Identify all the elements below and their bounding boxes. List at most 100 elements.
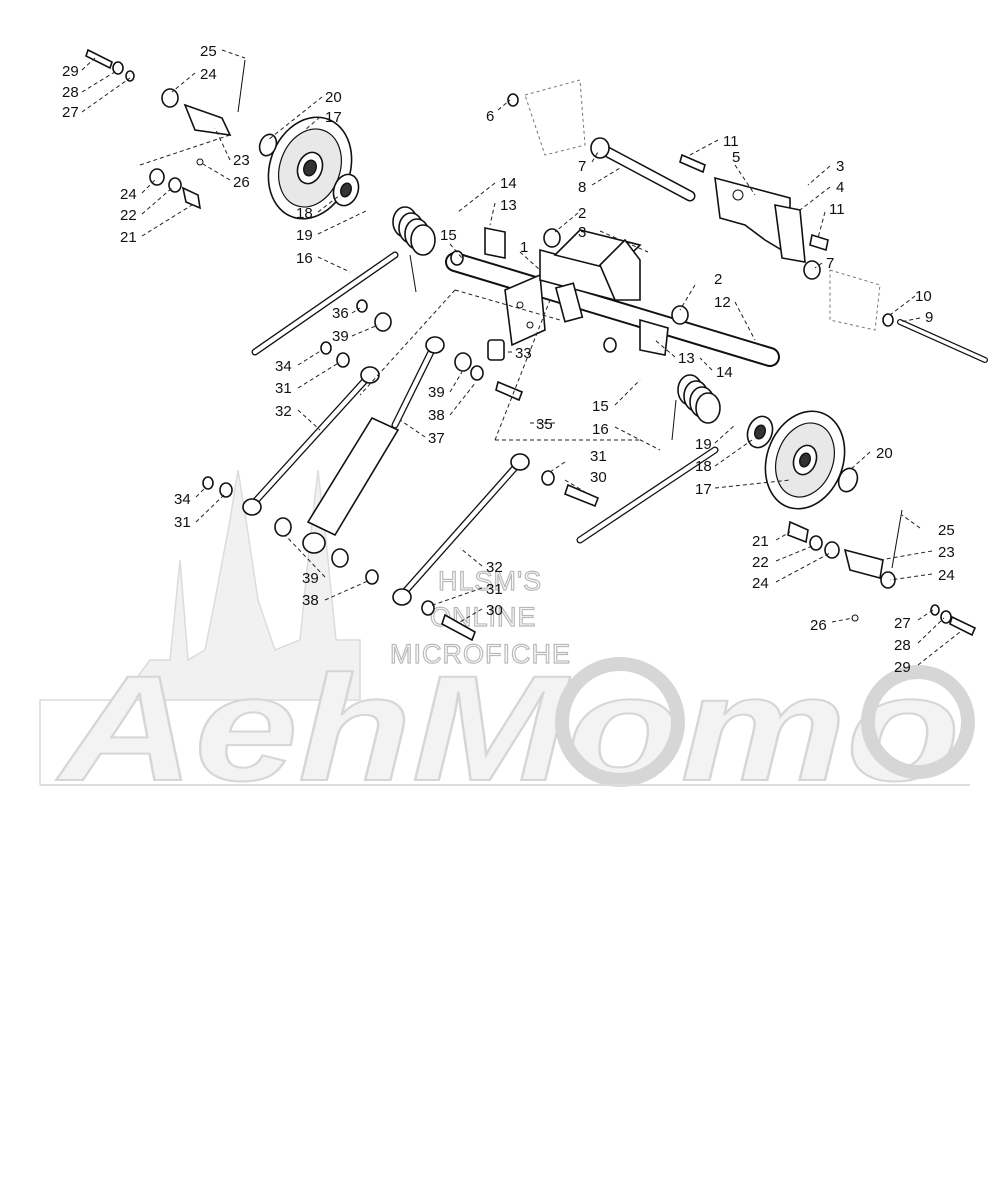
callout-29: 29 bbox=[62, 63, 79, 80]
callout-3: 3 bbox=[578, 224, 586, 241]
callout-34: 34 bbox=[275, 358, 292, 375]
callout-7: 7 bbox=[826, 255, 834, 272]
callout-8: 8 bbox=[578, 179, 586, 196]
callout-2: 2 bbox=[578, 205, 586, 222]
frame-hatch-top bbox=[524, 79, 586, 156]
callout-22: 22 bbox=[120, 207, 137, 224]
upper-cross-shaft bbox=[594, 142, 696, 202]
callout-39: 39 bbox=[428, 384, 445, 401]
callout-25: 25 bbox=[200, 43, 217, 60]
callout-13: 13 bbox=[500, 197, 517, 214]
long-bolt bbox=[897, 319, 988, 363]
callout-32: 32 bbox=[275, 403, 292, 420]
callout-33: 33 bbox=[515, 345, 532, 362]
callout-15: 15 bbox=[592, 398, 609, 415]
callout-19: 19 bbox=[695, 436, 712, 453]
idler-wheel-left bbox=[267, 116, 353, 220]
link-arm-left bbox=[242, 366, 380, 516]
bearing-right bbox=[746, 415, 774, 449]
callout-10: 10 bbox=[915, 288, 932, 305]
callout-12: 12 bbox=[714, 294, 731, 311]
main-cross-shaft bbox=[445, 252, 780, 367]
callout-23: 23 bbox=[233, 152, 250, 169]
watermark-logo: AehMomo bbox=[55, 644, 960, 812]
callout-29: 29 bbox=[894, 659, 911, 676]
callout-24: 24 bbox=[120, 186, 137, 203]
callout-28: 28 bbox=[62, 84, 79, 101]
callout-21: 21 bbox=[752, 533, 769, 550]
callout-26: 26 bbox=[810, 617, 827, 634]
spacer-left-20 bbox=[258, 133, 278, 157]
callout-38: 38 bbox=[428, 407, 445, 424]
callout-15: 15 bbox=[440, 227, 457, 244]
callout-24: 24 bbox=[200, 66, 217, 83]
callout-25: 25 bbox=[938, 522, 955, 539]
shock-absorber bbox=[302, 336, 445, 554]
callout-20: 20 bbox=[876, 445, 893, 462]
callout-5: 5 bbox=[732, 149, 740, 166]
callout-7: 7 bbox=[578, 158, 586, 175]
callout-36: 36 bbox=[332, 305, 349, 322]
watermark: AehMomo HLSM'S ONLINE MICROFICHE bbox=[39, 469, 975, 813]
callout-6: 6 bbox=[486, 108, 494, 125]
callout-24: 24 bbox=[938, 567, 955, 584]
callout-30: 30 bbox=[486, 602, 503, 619]
callout-34: 34 bbox=[174, 491, 191, 508]
callout-9: 9 bbox=[925, 309, 933, 326]
callout-32: 32 bbox=[486, 559, 503, 576]
callout-16: 16 bbox=[296, 250, 313, 267]
callout-24: 24 bbox=[752, 575, 769, 592]
callout-22: 22 bbox=[752, 554, 769, 571]
callout-27: 27 bbox=[62, 104, 79, 121]
callout-18: 18 bbox=[695, 458, 712, 475]
callout-35: 35 bbox=[536, 416, 553, 433]
torsion-spring-right bbox=[671, 374, 721, 441]
callout-28: 28 bbox=[894, 637, 911, 654]
callout-39: 39 bbox=[302, 570, 319, 587]
callout-20: 20 bbox=[325, 89, 342, 106]
frame-hatch-right bbox=[829, 269, 881, 331]
callout-2: 2 bbox=[714, 271, 722, 288]
idler-wheel-right bbox=[764, 410, 846, 510]
callout-14: 14 bbox=[500, 175, 517, 192]
callout-31: 31 bbox=[275, 380, 292, 397]
callout-27: 27 bbox=[894, 615, 911, 632]
link-arm-right bbox=[392, 453, 530, 606]
callout-1: 1 bbox=[520, 239, 528, 256]
skyline-silhouette bbox=[39, 469, 361, 785]
callout-26: 26 bbox=[233, 174, 250, 191]
callout-31: 31 bbox=[486, 581, 503, 598]
callout-11: 11 bbox=[723, 133, 739, 150]
callout-16: 16 bbox=[592, 421, 609, 438]
watermark-line-3: MICROFICHE bbox=[390, 639, 571, 669]
rear-arm-frame bbox=[504, 229, 642, 347]
hardware-right-bottom bbox=[787, 509, 977, 637]
callout-18: 18 bbox=[296, 205, 313, 222]
callout-4: 4 bbox=[836, 179, 844, 196]
callout-14: 14 bbox=[716, 364, 733, 381]
hardware-center bbox=[202, 93, 894, 642]
hardware-left-top bbox=[85, 48, 246, 210]
callout-31: 31 bbox=[174, 514, 191, 531]
callout-13: 13 bbox=[678, 350, 695, 367]
callout-21: 21 bbox=[120, 229, 137, 246]
callouts: 29 28 27 25 24 20 17 23 26 24 22 21 18 1… bbox=[62, 43, 961, 676]
callout-17: 17 bbox=[695, 481, 712, 498]
front-axle bbox=[251, 251, 399, 356]
callout-30: 30 bbox=[590, 469, 607, 486]
callout-11: 11 bbox=[829, 201, 845, 218]
callout-3: 3 bbox=[836, 158, 844, 175]
torsion-spring-left bbox=[392, 206, 436, 293]
callout-19: 19 bbox=[296, 227, 313, 244]
callout-39: 39 bbox=[332, 328, 349, 345]
rear-left-axle bbox=[576, 446, 719, 544]
bearing-left bbox=[332, 173, 360, 207]
parts-drawing bbox=[85, 48, 988, 642]
watermark-line-1: HLSM'S bbox=[438, 566, 542, 596]
callout-17: 17 bbox=[325, 109, 342, 126]
top-right-bracket bbox=[714, 176, 806, 263]
callout-23: 23 bbox=[938, 544, 955, 561]
callout-37: 37 bbox=[428, 430, 445, 447]
callout-38: 38 bbox=[302, 592, 319, 609]
